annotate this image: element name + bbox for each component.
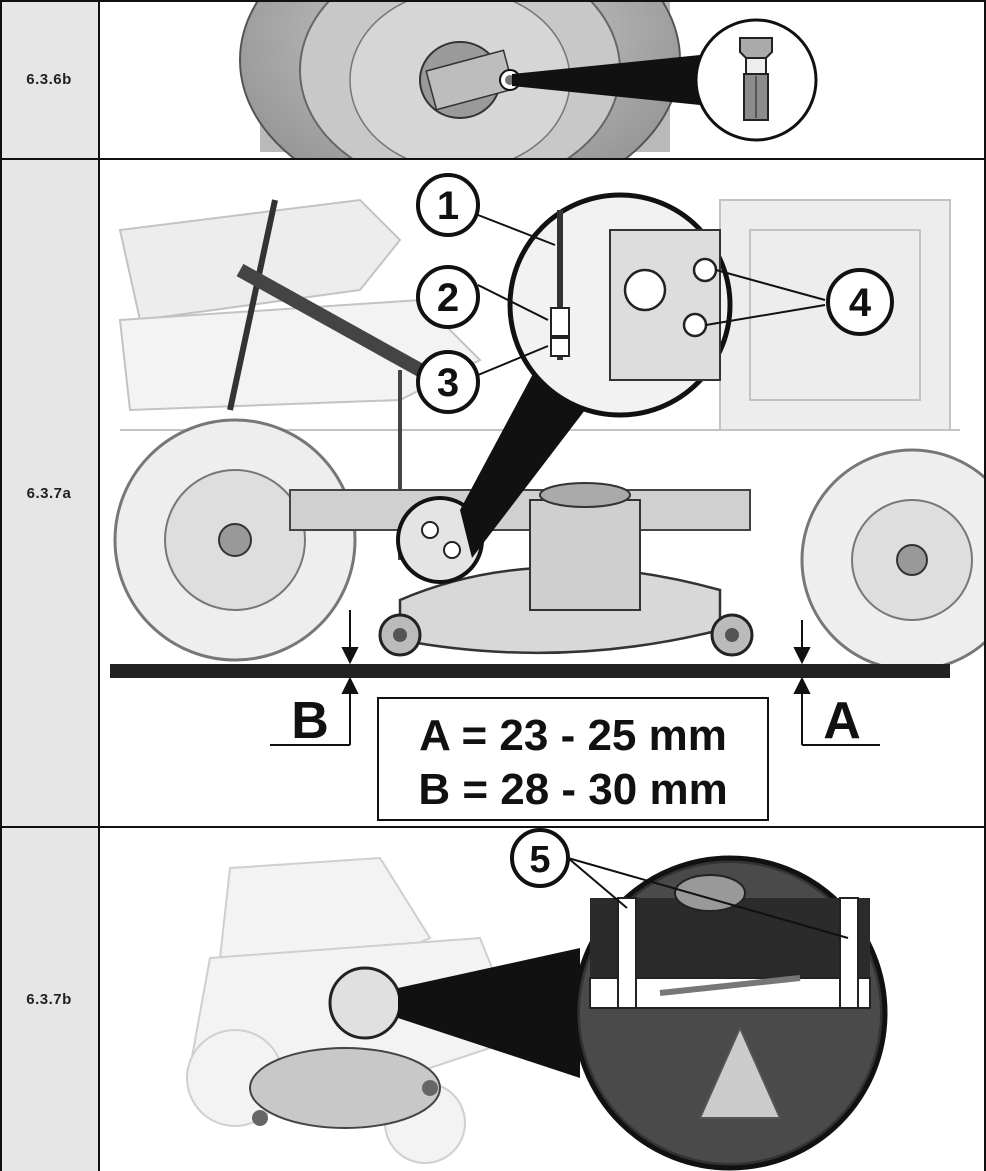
step-label: 6.3.6b (26, 70, 72, 88)
figure-6-3-7b: 5 (100, 828, 986, 1171)
step-label: 6.3.7b (26, 991, 72, 1008)
figure-6-3-7a: 1 2 3 4 B (100, 160, 986, 826)
callout-3-number: 3 (437, 361, 459, 405)
figure-6-3-6b (100, 0, 986, 158)
row-6-3-7a: 6.3.7a (0, 160, 986, 828)
spec-b: B = 28 - 30 mm (418, 765, 727, 814)
callout-5-number: 5 (529, 839, 550, 881)
callout-4-number: 4 (849, 281, 872, 325)
step-label-cell: 6.3.7b (0, 828, 100, 1171)
callout-2 (416, 265, 480, 329)
spec-box (377, 697, 769, 821)
callout-2-number: 2 (437, 276, 459, 320)
callout-3 (416, 350, 480, 414)
callout-5 (510, 828, 570, 888)
deck-height-illustration: 1 2 3 4 B (110, 173, 986, 821)
step-label-cell: 6.3.7a (0, 160, 100, 826)
step-label: 6.3.7a (26, 484, 72, 502)
row-6-3-6b: 6.3.6b (0, 0, 986, 160)
marker-b: B (291, 692, 329, 750)
wheel-hub-illustration (239, 0, 818, 158)
step-label-cell: 6.3.6b (0, 0, 100, 158)
mower-detail-illustration: 5 (186, 828, 888, 1171)
callout-1-number: 1 (437, 184, 459, 228)
marker-a: A (823, 692, 861, 750)
ground-line (110, 664, 950, 678)
callout-1 (416, 173, 480, 237)
spec-a: A = 23 - 25 mm (419, 711, 727, 760)
callout-4 (826, 268, 894, 336)
row-6-3-7b: 6.3.7b (0, 828, 986, 1171)
